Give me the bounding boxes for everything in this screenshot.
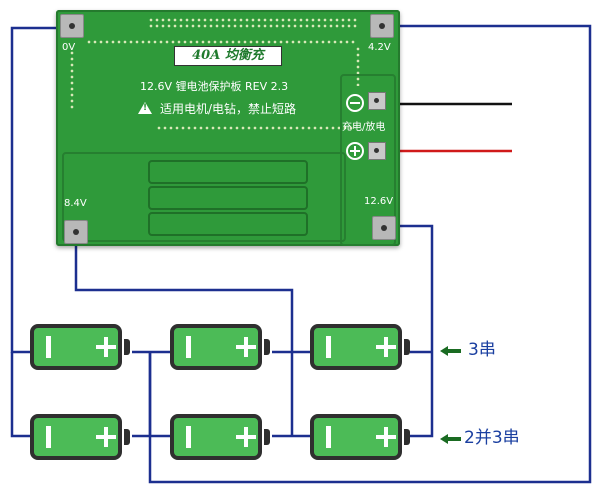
board-title: 12.6V 锂电池保护板 REV 2.3	[140, 80, 289, 93]
negative-terminal-icon	[46, 426, 51, 448]
via-col-left	[70, 50, 74, 110]
positive-terminal-icon	[376, 426, 398, 448]
via-row-top-2	[148, 24, 358, 28]
pad-positive-output	[368, 142, 386, 160]
via-col-right	[356, 46, 360, 86]
pcb-trace-1	[148, 160, 308, 184]
positive-terminal-icon	[96, 336, 118, 358]
pcb-trace-right	[340, 74, 396, 246]
positive-terminal-icon	[236, 426, 258, 448]
pcb-trace-3	[148, 212, 308, 236]
wire-12-6v	[384, 224, 434, 438]
protection-board: 0V 4.2V 8.4V 12.6V 充电/放电 40A 均衡充 12.6V 锂…	[56, 10, 400, 246]
pad-label-4-2v: 4.2V	[368, 42, 391, 53]
negative-terminal-icon	[186, 336, 191, 358]
board-warning: 适用电机/电钻，禁止短路	[160, 102, 297, 116]
pad-12-6v	[372, 216, 396, 240]
pad-8-4v	[64, 220, 88, 244]
wire-8-4v	[74, 238, 294, 352]
pad-negative-output	[368, 92, 386, 110]
battery-cell	[310, 414, 410, 460]
charge-discharge-label: 充电/放电	[342, 122, 386, 133]
pad-4-2v	[370, 14, 394, 38]
positive-terminal-icon	[96, 426, 118, 448]
plus-icon	[346, 142, 364, 160]
negative-terminal-icon	[186, 426, 191, 448]
battery-cell	[170, 324, 270, 370]
negative-terminal-icon	[46, 336, 51, 358]
pad-0v	[60, 14, 84, 38]
pad-label-0v: 0V	[62, 42, 76, 53]
battery-cell	[30, 324, 130, 370]
wire-4-2v	[148, 24, 592, 484]
positive-terminal-icon	[376, 336, 398, 358]
via-row-mid	[86, 40, 356, 44]
pcb-trace-2	[148, 186, 308, 210]
battery-cell	[310, 324, 410, 370]
pcb-trace-outline	[62, 152, 346, 242]
wire-0v-row2	[10, 352, 30, 438]
arrow-left-icon	[440, 433, 462, 445]
negative-terminal-icon	[326, 336, 331, 358]
pad-label-8-4v: 8.4V	[64, 198, 87, 209]
negative-terminal-icon	[326, 426, 331, 448]
via-row-top	[148, 18, 358, 22]
board-model: 40A 均衡充	[174, 46, 282, 66]
positive-terminal-icon	[236, 336, 258, 358]
pad-label-12-6v: 12.6V	[364, 196, 394, 207]
config-label-parallel-series: 2并3串	[464, 428, 520, 448]
minus-icon	[346, 94, 364, 112]
battery-cell	[30, 414, 130, 460]
arrow-left-icon	[440, 345, 462, 357]
warning-icon	[138, 102, 152, 114]
wire-0v	[10, 26, 70, 354]
via-row-lower	[156, 126, 356, 130]
battery-cell	[170, 414, 270, 460]
config-label-series: 3串	[468, 340, 496, 360]
